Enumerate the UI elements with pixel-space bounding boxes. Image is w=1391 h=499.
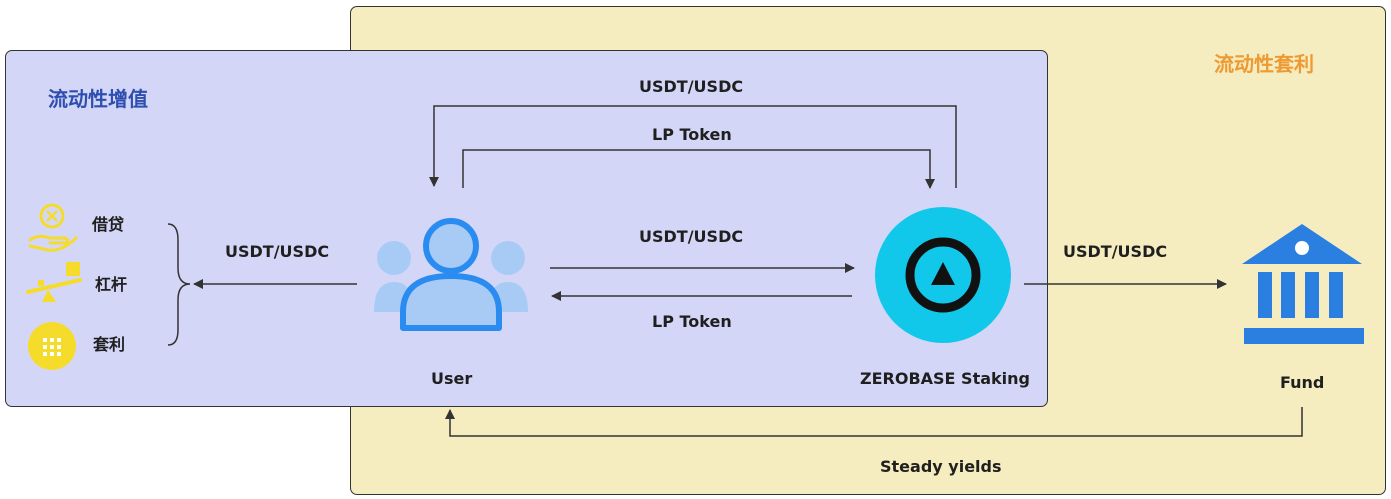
items-brace <box>167 223 191 346</box>
inner-panel-title: 流动性增值 <box>48 87 148 111</box>
node-label-staking: ZEROBASE Staking <box>860 369 1030 388</box>
staking-icon <box>875 207 1011 343</box>
edge-label-top-lp: LP Token <box>652 125 732 144</box>
item-label-lever: 杠杆 <box>95 275 128 294</box>
edge-label-staking-to-fund: USDT/USDC <box>1063 242 1168 261</box>
top-lp-arrow <box>462 149 935 189</box>
edge-label-top-return: USDT/USDC <box>639 77 744 96</box>
edge-label-staking-to-user: LP Token <box>652 312 732 331</box>
value-add-panel <box>5 50 1048 407</box>
user-icon <box>374 218 528 331</box>
item-label-arbitrage: 套利 <box>93 335 126 354</box>
loan-icon <box>28 203 78 252</box>
lever-icon <box>26 262 82 302</box>
top-return-arrow <box>429 105 957 188</box>
outer-panel-title: 流动性套利 <box>1214 52 1314 76</box>
node-label-user: User <box>431 369 473 388</box>
edge-label-fund-to-user: Steady yields <box>880 457 1002 476</box>
edge-label-user-to-defi: USDT/USDC <box>225 242 330 261</box>
node-label-fund: Fund <box>1280 373 1325 392</box>
bank-icon <box>1242 224 1364 344</box>
edge-label-user-to-staking: USDT/USDC <box>639 227 744 246</box>
fund-to-user-arrow <box>445 407 1303 437</box>
item-label-loan: 借贷 <box>92 215 125 234</box>
arbitrage-icon <box>28 322 76 370</box>
